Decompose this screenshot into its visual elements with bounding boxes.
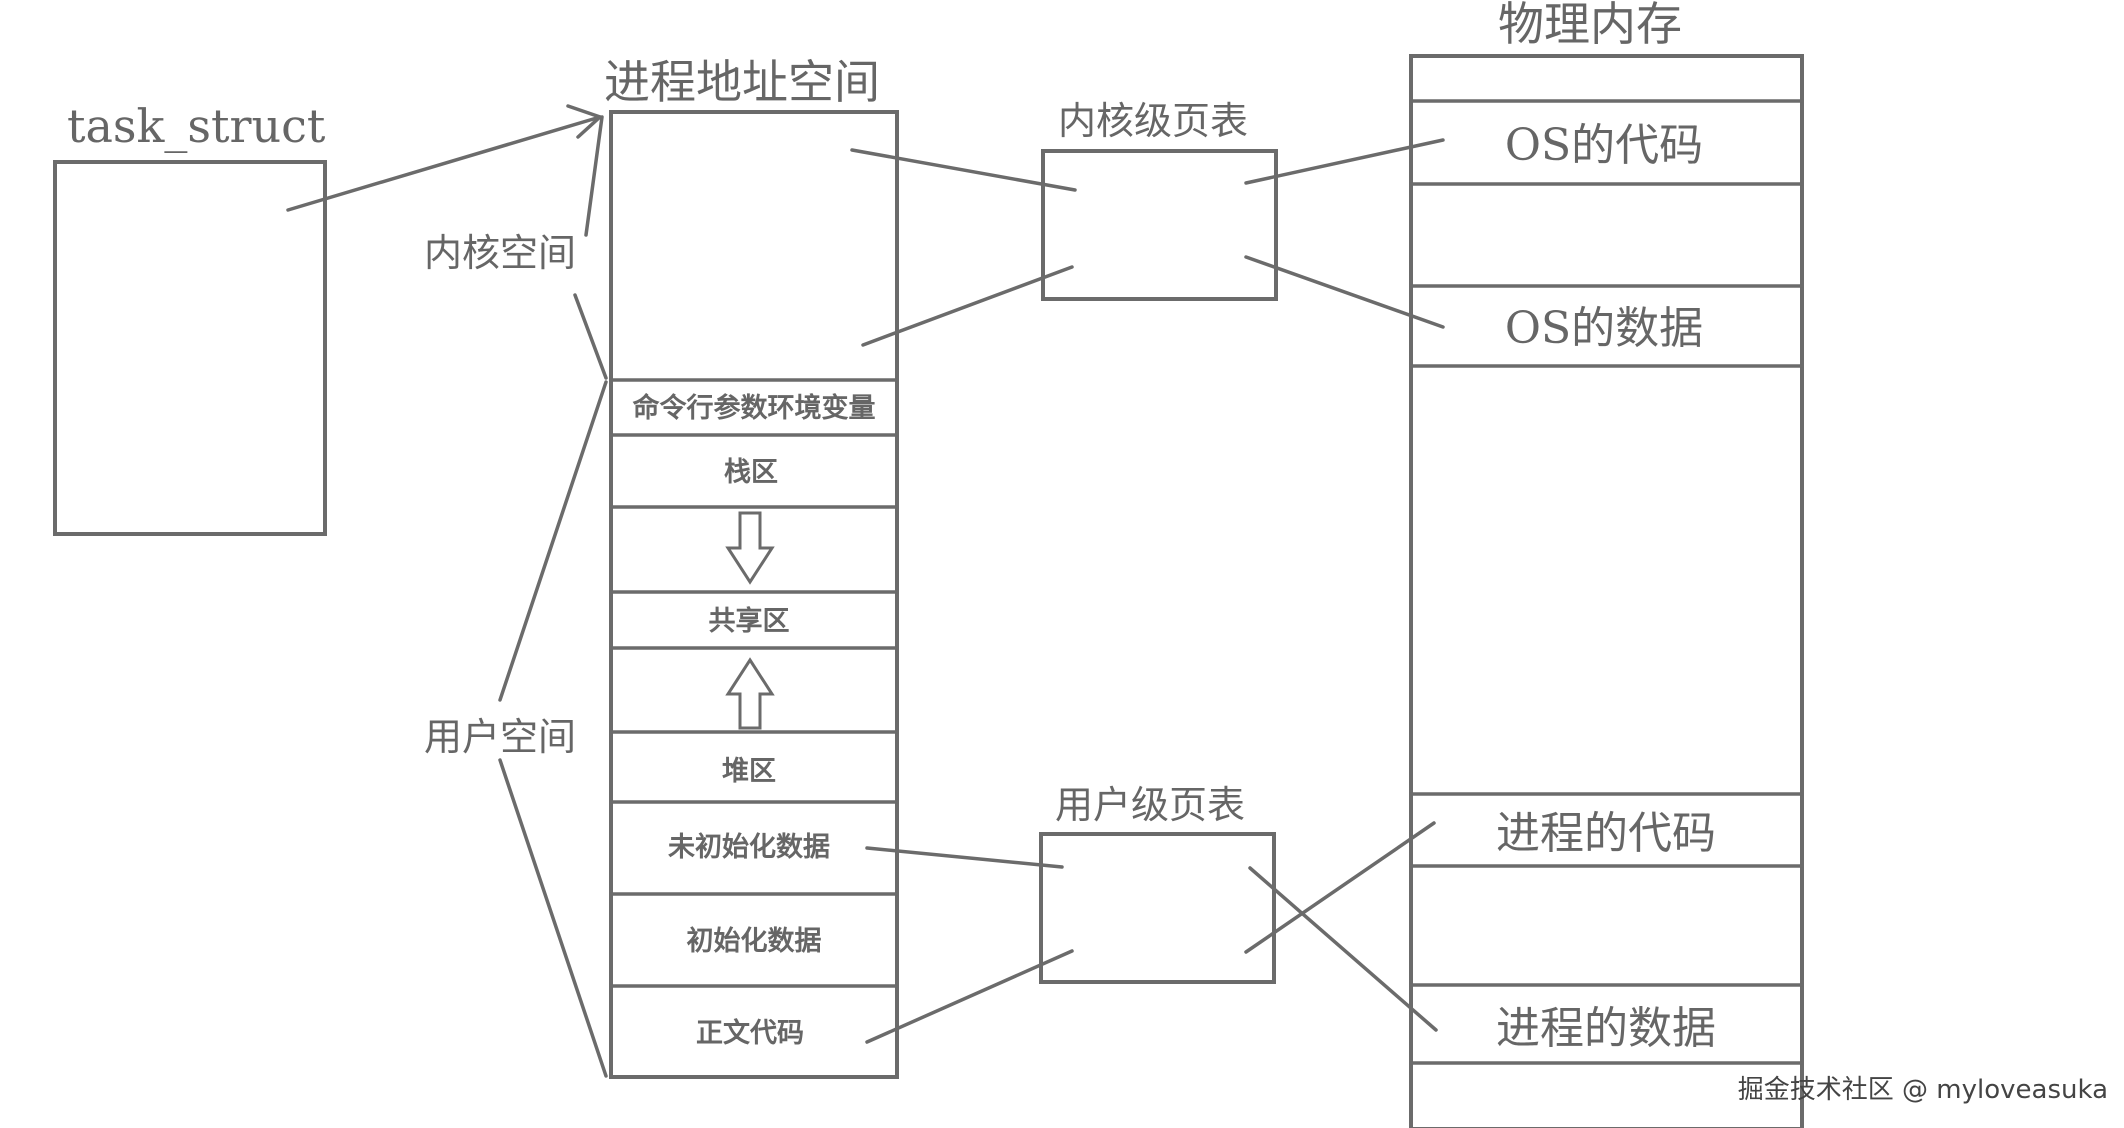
address-space-title: 进程地址空间 — [604, 55, 880, 109]
watermark: 掘金技术社区 @ myloveasuka — [1738, 1075, 2108, 1105]
task-struct-label: task_struct — [67, 99, 326, 153]
user-table-to-proc-data-line — [1248, 866, 1438, 1032]
segment-text: 正文代码 — [696, 1017, 804, 1049]
segment-cmdline-env: 命令行参数环境变量 — [633, 392, 876, 424]
user-page-table-label: 用户级页表 — [1055, 783, 1245, 827]
user-table-to-proc-code-line — [1244, 821, 1436, 954]
physical-memory-title: 物理内存 — [1498, 0, 1682, 51]
memory-dividers — [1409, 99, 1804, 1065]
kernel-page-table-label: 内核级页表 — [1058, 99, 1248, 143]
segment-data: 初始化数据 — [687, 925, 822, 957]
segment-shared: 共享区 — [709, 605, 790, 637]
kernel-bracket-top — [584, 115, 604, 237]
kernel-space-label: 内核空间 — [424, 231, 576, 275]
task-struct-box — [53, 160, 327, 536]
bss-to-user-page-table-line — [865, 846, 1064, 869]
heap-grows-up-arrow — [725, 657, 775, 730]
user-page-table-box — [1039, 832, 1276, 984]
text-to-user-page-table-line — [865, 949, 1074, 1044]
segment-stack: 栈区 — [724, 457, 778, 488]
stack-grows-down-arrow — [725, 511, 775, 585]
task-struct-to-address-space-arrow — [286, 115, 602, 212]
user-bracket-top — [498, 380, 608, 702]
address-space-box — [609, 110, 899, 1079]
segment-bss: 未初始化数据 — [668, 831, 830, 863]
arrowhead — [566, 104, 604, 139]
process-data-label: 进程的数据 — [1496, 1003, 1716, 1054]
process-code-label: 进程的代码 — [1496, 808, 1716, 859]
kernel-page-table-box — [1041, 149, 1278, 301]
segment-heap: 堆区 — [722, 756, 776, 787]
physical-memory-box — [1409, 54, 1804, 1128]
kernel-space-to-page-table-line-1 — [850, 148, 1077, 192]
os-code-label: OS的代码 — [1505, 120, 1703, 171]
user-space-label: 用户空间 — [424, 715, 576, 759]
os-data-label: OS的数据 — [1505, 303, 1703, 354]
kernel-space-to-page-table-line-2 — [861, 265, 1074, 347]
user-bracket-bottom — [498, 758, 608, 1078]
kernel-bracket-bottom — [573, 293, 608, 380]
segment-dividers — [609, 378, 899, 988]
